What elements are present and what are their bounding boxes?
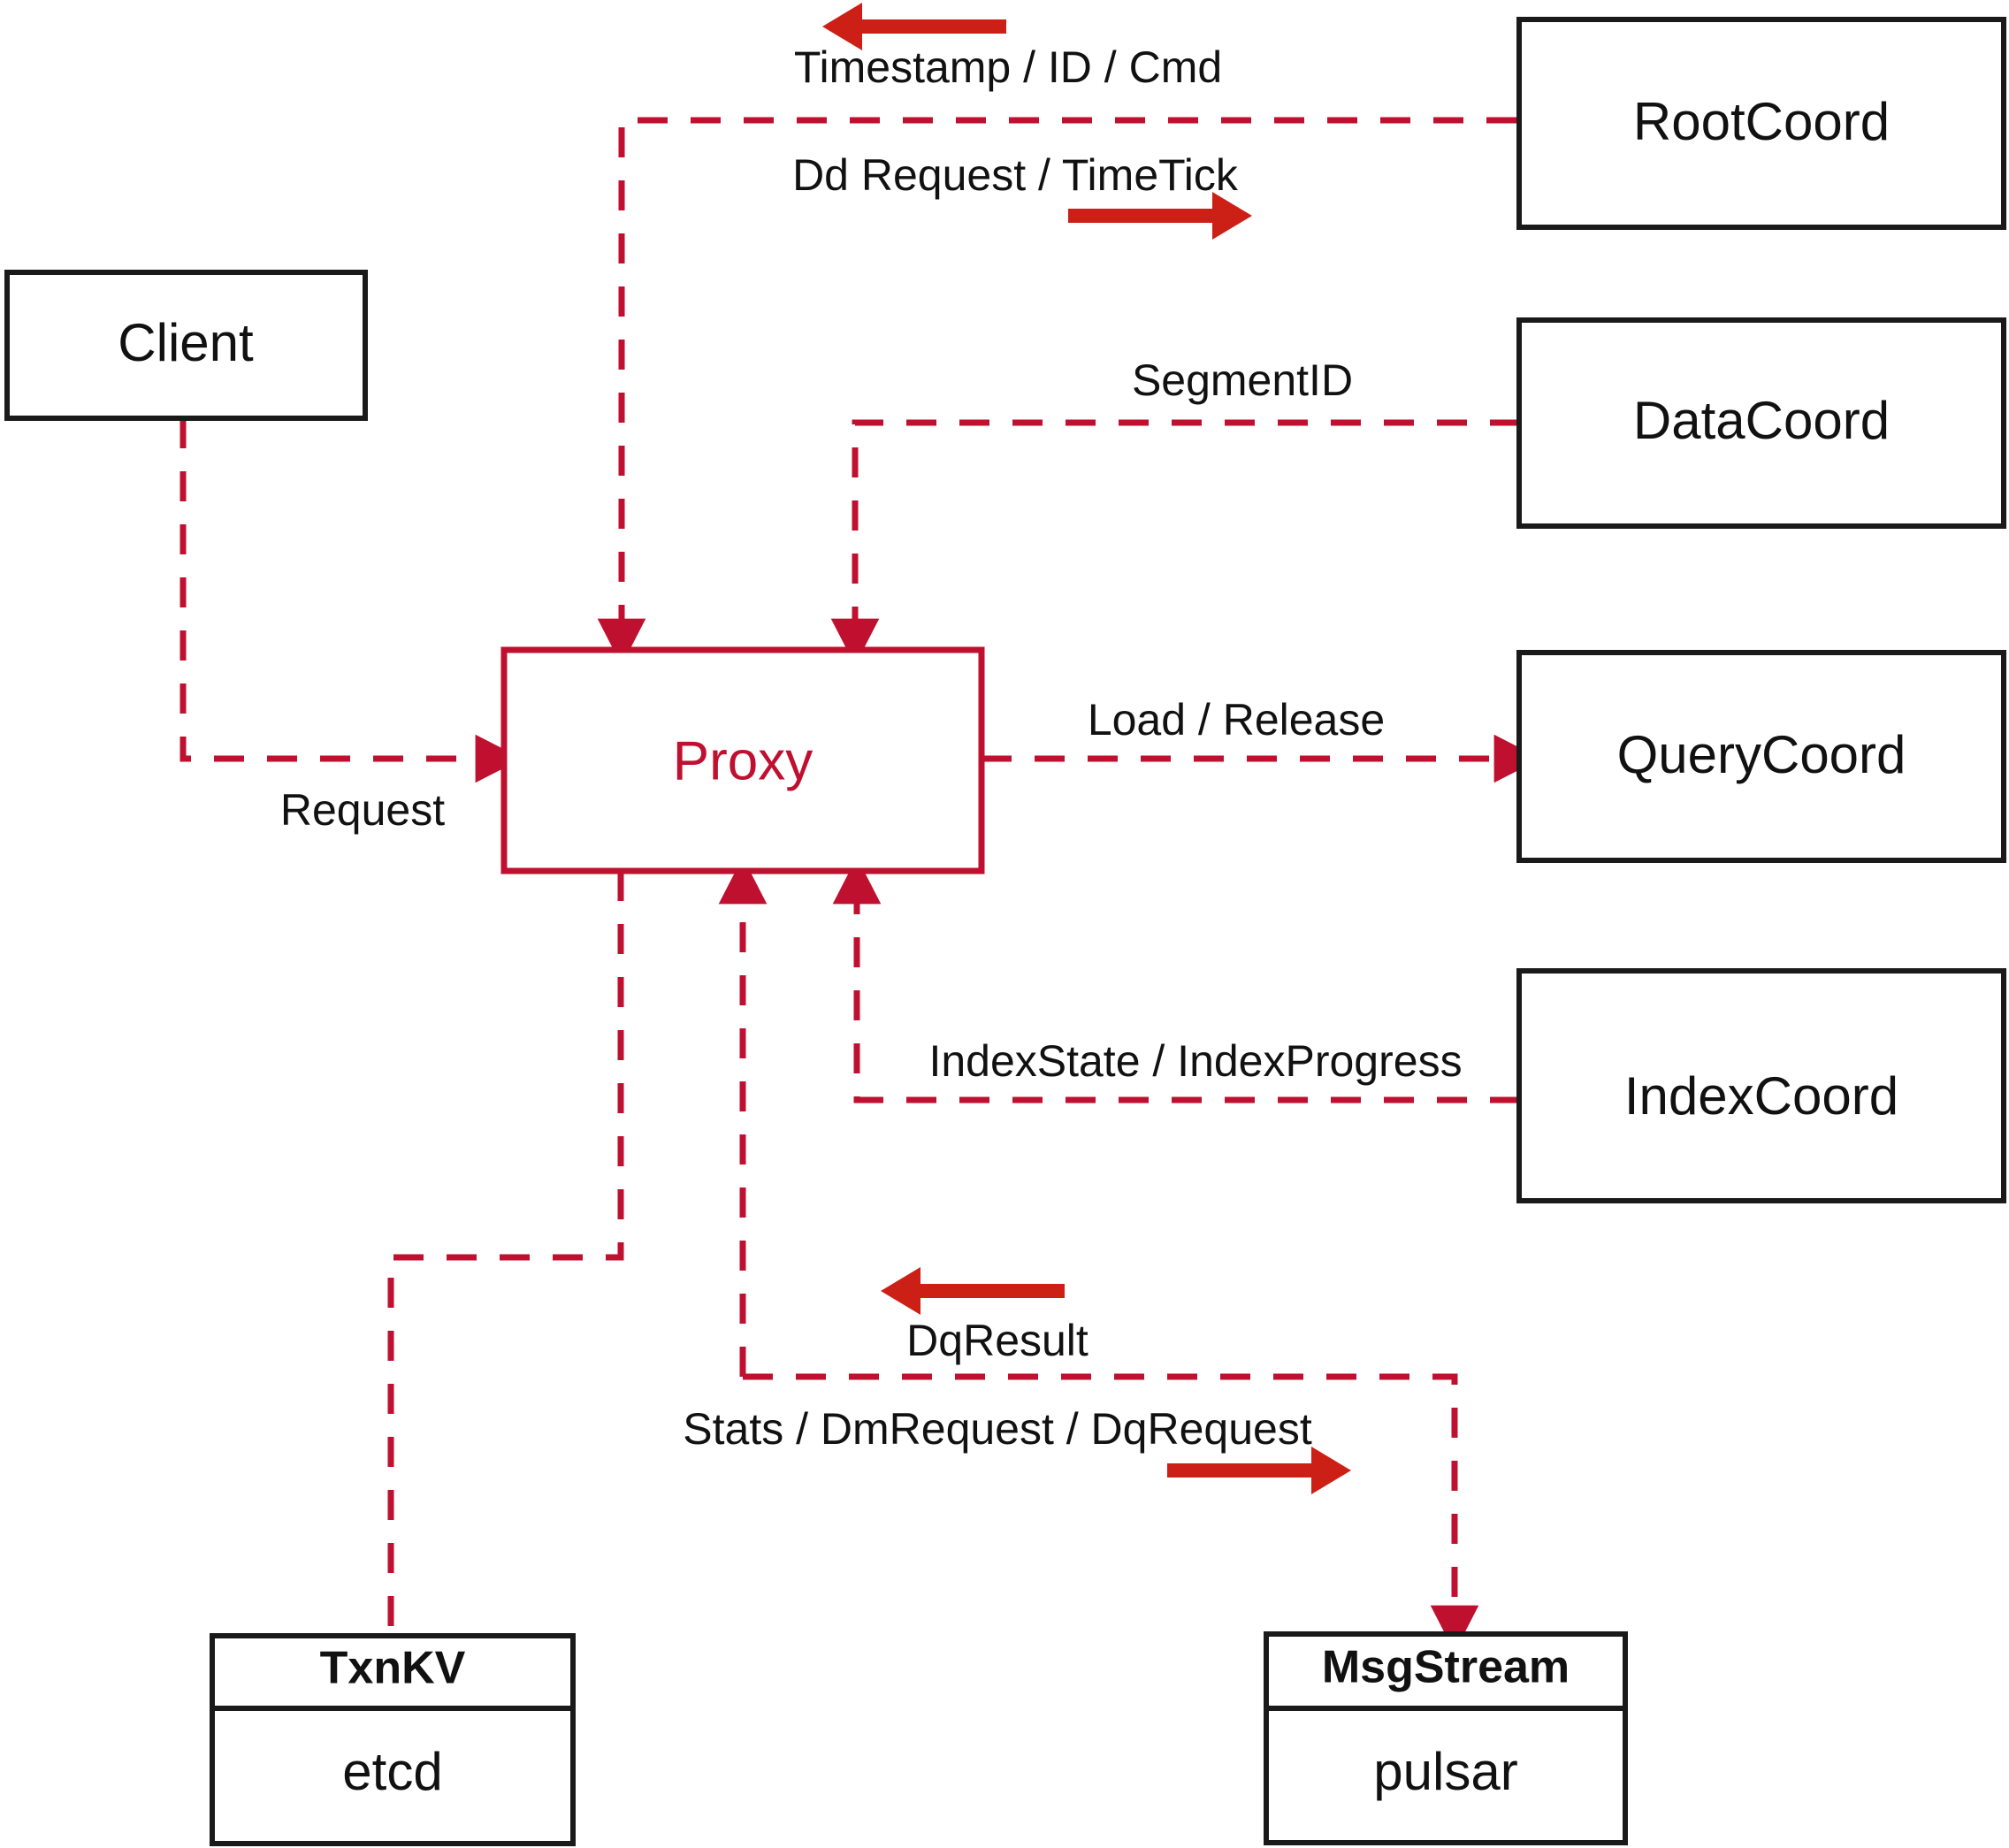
edge-rootcoord-to-proxy <box>597 117 1516 666</box>
edge-label-stats-dm-dq: Stats / DmRequest / DqRequest <box>683 1404 1312 1454</box>
node-client-label: Client <box>118 313 254 372</box>
node-rootcoord-label: RootCoord <box>1633 92 1890 151</box>
edge-label-index-state: IndexState / IndexProgress <box>928 1036 1462 1086</box>
arrow-right-dqrequest-icon <box>1167 1447 1351 1494</box>
arrow-right-ddrequest-icon <box>1068 192 1252 240</box>
arrow-left-dqresult-icon <box>881 1267 1065 1315</box>
store-msgstream[interactable]: MsgStream pulsar <box>1264 1631 1628 1845</box>
edge-indexcoord-to-proxy <box>832 857 1520 1103</box>
store-msgstream-title: MsgStream <box>1322 1642 1570 1693</box>
node-querycoord[interactable]: QueryCoord <box>1516 650 2006 863</box>
edge-label-load-release: Load / Release <box>1088 695 1385 745</box>
store-msgstream-impl: pulsar <box>1373 1742 1517 1801</box>
edge-label-dq-result: DqResult <box>906 1316 1089 1365</box>
edge-label-request: Request <box>280 785 445 835</box>
edge-label-timestamp-id-cmd: Timestamp / ID / Cmd <box>794 42 1222 92</box>
node-rootcoord[interactable]: RootCoord <box>1516 17 2006 230</box>
node-indexcoord[interactable]: IndexCoord <box>1516 968 2006 1203</box>
edge-label-segment-id: SegmentID <box>1132 355 1353 405</box>
store-txnkv-title: TxnKV <box>320 1643 466 1694</box>
node-proxy-label: Proxy <box>673 730 813 791</box>
store-txnkv[interactable]: TxnKV etcd <box>210 1633 576 1846</box>
edge-label-dd-request-timetick: Dd Request / TimeTick <box>792 150 1239 200</box>
node-datacoord[interactable]: DataCoord <box>1516 317 2006 529</box>
node-indexcoord-label: IndexCoord <box>1624 1066 1898 1126</box>
edge-proxy-to-msgstream <box>743 1373 1479 1653</box>
arrow-left-timestamp-icon <box>822 3 1006 50</box>
node-client[interactable]: Client <box>4 270 368 421</box>
node-querycoord-label: QueryCoord <box>1617 725 1906 784</box>
store-txnkv-impl: etcd <box>342 1742 442 1801</box>
node-proxy[interactable]: Proxy <box>500 646 985 874</box>
edge-client-to-proxy <box>180 418 523 783</box>
node-datacoord-label: DataCoord <box>1633 391 1890 450</box>
edge-proxy-to-txnkv <box>387 871 624 1636</box>
edge-datacoord-to-proxy <box>830 419 1520 666</box>
